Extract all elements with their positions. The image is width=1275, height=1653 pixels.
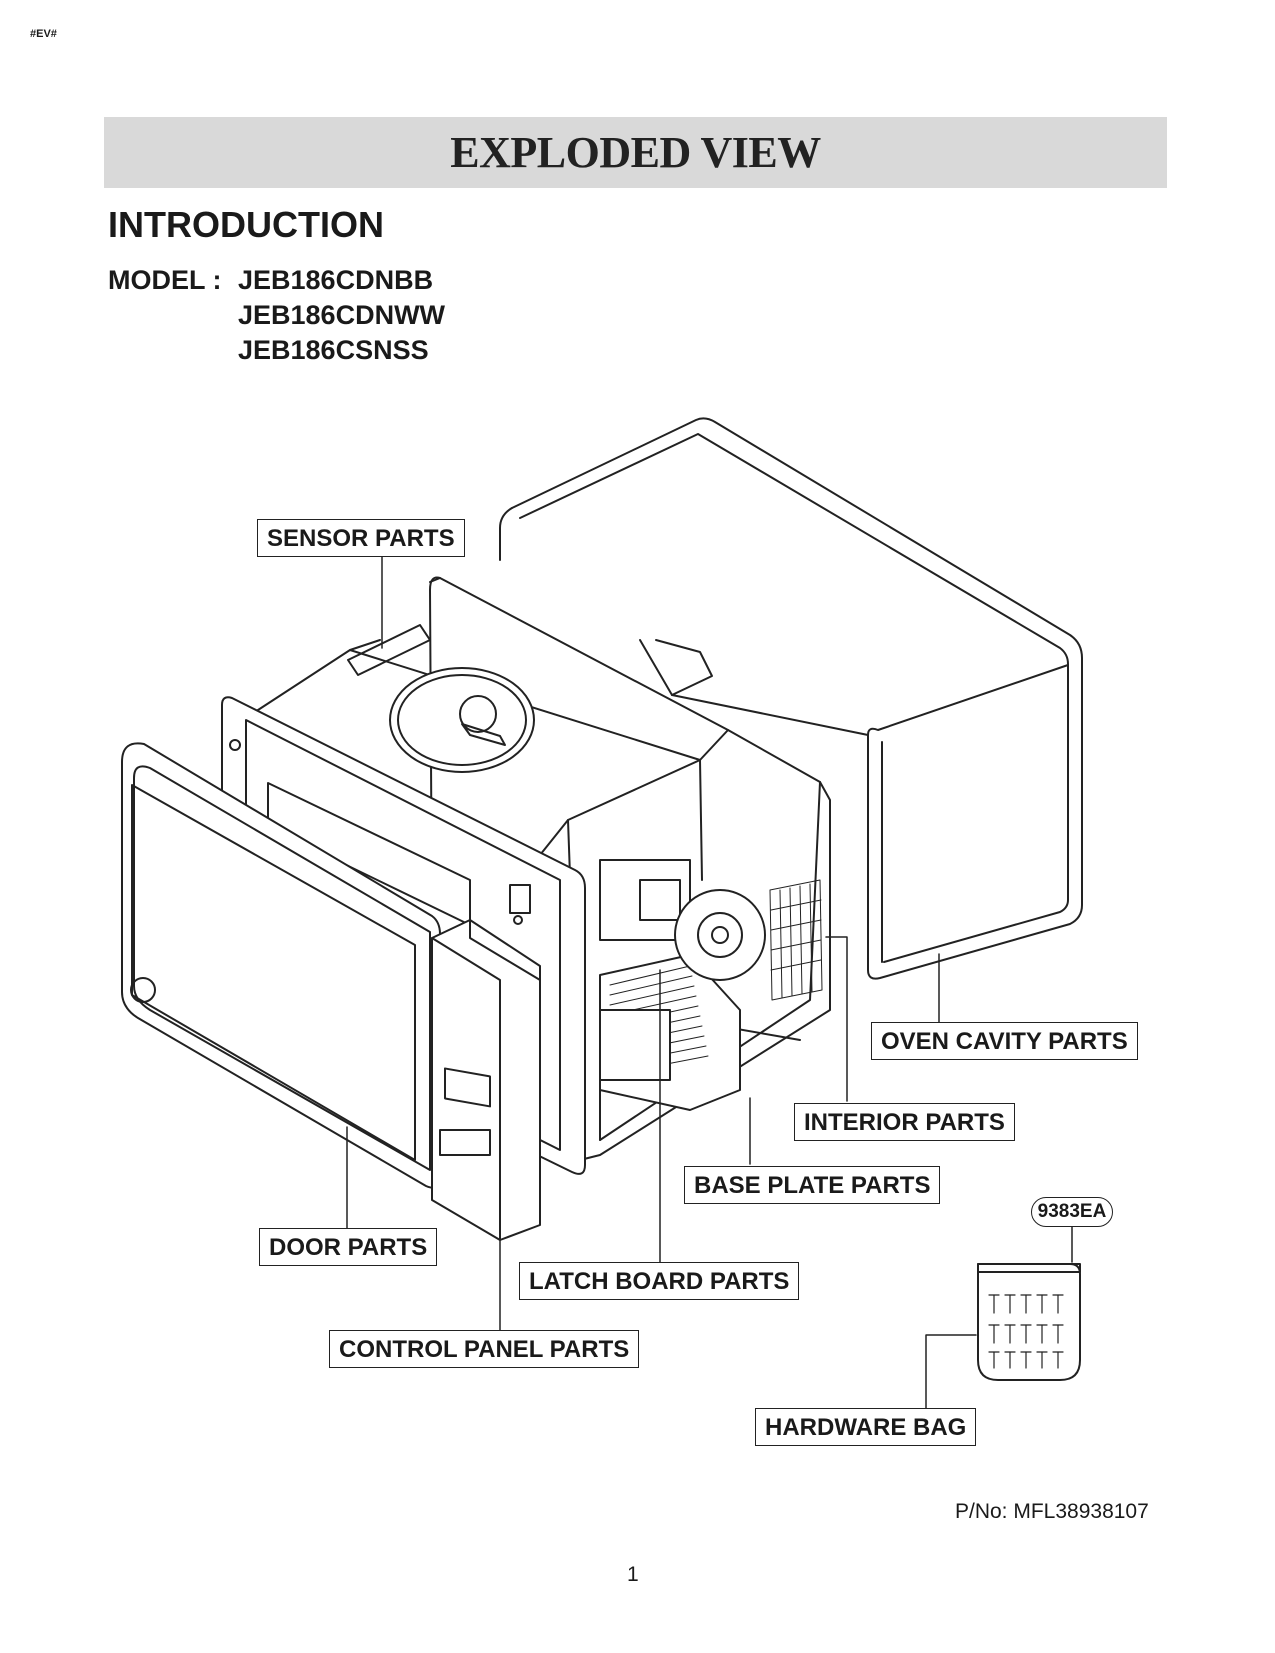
label-oven-cavity-parts: OVEN CAVITY PARTS (871, 1022, 1138, 1060)
control-panel-drawing (431, 919, 541, 1241)
leader-lines (346, 556, 1073, 1409)
model-item: JEB186CDNWW (238, 300, 446, 330)
label-sensor-parts: SENSOR PARTS (257, 519, 465, 557)
hardware-code-badge: 9383EA (1031, 1197, 1113, 1227)
label-hardware-bag: HARDWARE BAG (755, 1408, 977, 1446)
door-drawing (121, 742, 441, 1189)
label-base-plate-parts: BASE PLATE PARTS (684, 1166, 941, 1204)
title-bar: EXPLODED VIEW (104, 117, 1167, 188)
label-interior-parts: INTERIOR PARTS (794, 1103, 1015, 1141)
label-door-parts: DOOR PARTS (259, 1228, 438, 1266)
model-label: MODEL : (108, 265, 222, 295)
page-title: EXPLODED VIEW (450, 128, 821, 177)
part-number: P/No: MFL38938107 (955, 1500, 1149, 1523)
label-control-panel-parts: CONTROL PANEL PARTS (329, 1330, 640, 1368)
label-latch-board-parts: LATCH BOARD PARTS (519, 1262, 800, 1300)
model-item: JEB186CSNSS (238, 335, 429, 365)
outer-case-drawing (499, 417, 1083, 980)
section-heading: INTRODUCTION (108, 204, 384, 245)
hardware-bag-drawing (977, 1263, 1081, 1381)
model-item: JEB186CDNBB (238, 265, 434, 295)
chassis-drawing (257, 576, 831, 1166)
page-code: #EV# (30, 28, 57, 40)
page-number: 1 (627, 1563, 639, 1586)
model-list: JEB186CDNBB JEB186CDNWW JEB186CSNSS (238, 263, 445, 368)
